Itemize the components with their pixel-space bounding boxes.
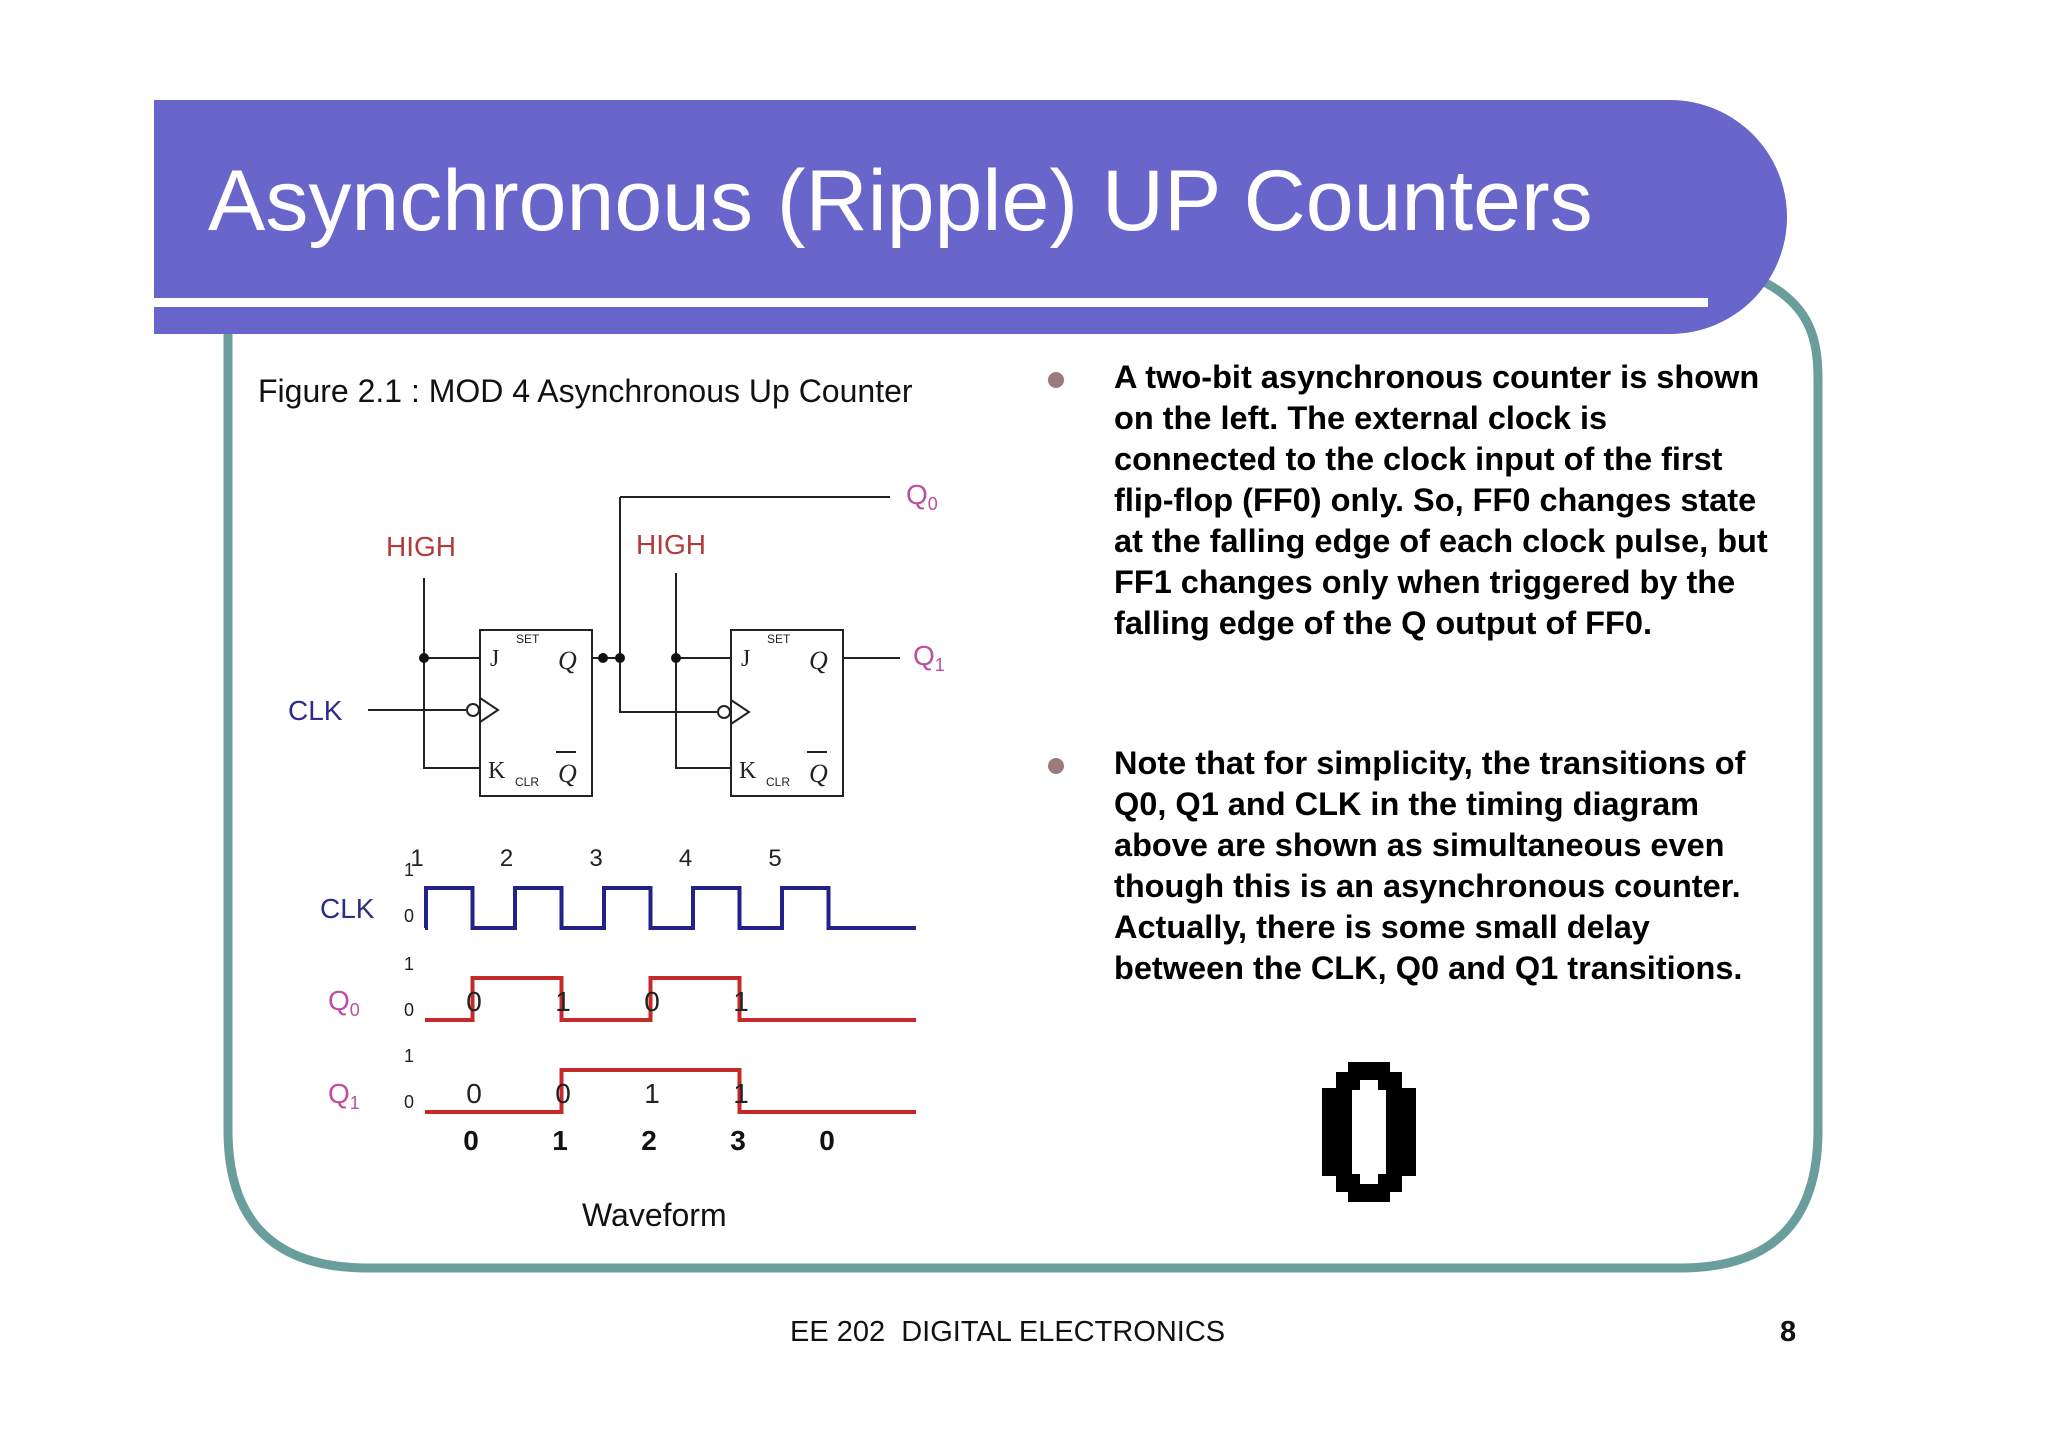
flip-flop-0 [479,629,593,797]
q1-waveform [425,1068,916,1114]
junction-dot [615,653,625,663]
flip-flop-labels: J SET Q K CLR Q J SET Q K CLR Q [488,632,828,789]
title-bar [154,100,1787,334]
count-value: 1 [552,1125,568,1156]
timing-clk-label: CLK [320,893,375,924]
count-values: 0 1 2 3 0 [463,1125,835,1156]
junction-dot [419,653,429,663]
flip-flop-1 [730,629,844,797]
bullet-dot [1048,372,1064,388]
q1-level-high: 1 [404,1046,414,1066]
q0-state-value: 1 [555,986,571,1017]
clk-bubble-1 [717,705,731,719]
count-value: 0 [819,1125,835,1156]
q0-level-high: 1 [404,954,414,974]
count-value: 3 [730,1125,746,1156]
figure-caption: Figure 2.1 : MOD 4 Asynchronous Up Count… [258,373,913,409]
counter-digit-glyph [1322,1062,1416,1202]
clk-level-high: 1 [404,860,414,880]
counter-digit-value: 0 [1369,1151,1370,1153]
q0-state-value: 0 [644,986,660,1017]
ff1-set-label: SET [767,632,791,646]
junction-dot [598,653,608,663]
timing-q0-label: Q0 [328,985,360,1020]
pulse-number: 3 [589,845,602,872]
clk-label: CLK [288,695,343,726]
q1-state-values: 0 0 1 1 [466,1078,749,1109]
ff0-j-label: J [490,646,499,672]
q0-state-value: 0 [466,986,482,1017]
ff1-qbar-label: Q [809,759,828,788]
timing-q1-label: Q1 [328,1078,360,1113]
clk-triangle-0 [479,697,500,723]
q0-state-value: 1 [733,986,749,1017]
q1-level-low: 0 [404,1092,414,1112]
q0-output-label: Q0 [906,479,938,514]
pulse-numbers: 1 2 3 4 5 [410,845,781,872]
ff0-k-label: K [488,758,506,784]
q1-state-value: 1 [733,1078,749,1109]
ff0-set-label: SET [516,632,540,646]
junction-dot [671,653,681,663]
clk-triangle-1 [730,699,751,725]
counter-digit-display: 0 [1322,1062,1416,1202]
ff0-clr-label: CLR [515,775,539,789]
ff1-j-label: J [741,646,750,672]
high-label-1: HIGH [636,529,706,560]
clk-bubble-0 [466,703,480,717]
high-wire-1 [675,573,731,769]
slide-title: Asynchronous (Ripple) UP Counters [208,153,1593,249]
pulse-number: 5 [768,845,781,872]
ff1-clr-label: CLR [766,775,790,789]
q0-waveform [425,976,916,1022]
pulse-number: 4 [679,845,692,872]
waveform-caption: Waveform [582,1197,727,1233]
level-labels: 1 0 1 0 1 0 [404,860,414,1112]
page-number: 8 [1780,1316,1797,1348]
clk-waveform [424,886,916,930]
clk-level-low: 0 [404,906,414,926]
ff1-q-label: Q [809,646,828,675]
pulse-number: 1 [410,845,423,872]
bullet-text: A two-bit asynchronous counter is shown … [1114,359,1768,641]
q1-state-value: 0 [466,1078,482,1109]
footer-course-title: EE 202 DIGITAL ELECTRONICS [790,1316,1226,1348]
q1-state-value: 0 [555,1078,571,1109]
ff0-qbar-label: Q [558,759,577,788]
high-label-0: HIGH [386,531,456,562]
q0-state-values: 0 1 0 1 [466,986,749,1017]
title-underline [154,298,1708,307]
high-wire-0 [423,578,480,769]
counter-circuit-diagram: J SET Q K CLR Q J SET Q K CLR Q HIGH HIG… [288,479,945,1156]
junction-dots [419,653,681,663]
circuit-signal-labels: HIGH HIGH CLK Q0 Q1 [288,479,945,726]
pulse-number: 2 [500,845,513,872]
q1-output-label: Q1 [913,640,945,675]
count-value: 2 [641,1125,657,1156]
count-value: 0 [463,1125,479,1156]
bullet-text: Note that for simplicity, the transition… [1114,745,1746,986]
q1-state-value: 1 [644,1078,660,1109]
q0-level-low: 0 [404,1000,414,1020]
ff1-k-label: K [739,758,757,784]
bullet-dot [1048,758,1064,774]
ff0-q-label: Q [558,646,577,675]
